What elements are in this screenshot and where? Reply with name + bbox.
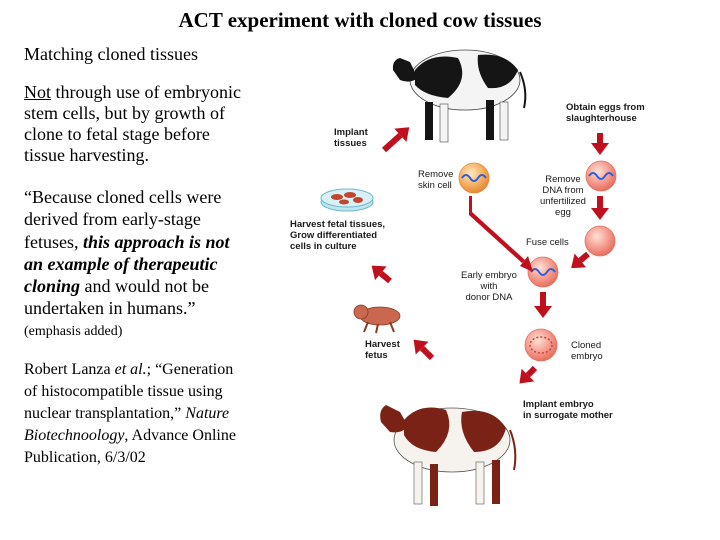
label-line: Implant [334,127,368,138]
citation-line: Biotechnoology, Advance Online [24,426,236,446]
egg-cell-icon [585,160,617,192]
arrow-icon [519,365,538,384]
arrow-icon [381,127,410,153]
label-cloned-embryo: Cloned embryo [571,340,603,362]
label-line: Remove [418,169,454,180]
arrow-icon [371,265,392,284]
emphasized-text: cloning [24,276,81,296]
label-harvest-fetus: Harvest fetus [365,339,400,361]
label-line: Obtain eggs from [566,102,645,113]
label-implant-embryo: Implant embryo in surrogate mother [523,399,613,421]
citation-etal: et al. [114,361,147,378]
label-line: cells in culture [290,241,357,252]
citation-line: nuclear transplantation,” Nature [24,404,229,424]
arrow-icon [520,256,533,272]
skin-cell-icon [458,162,490,194]
paragraph-line: stem cells, but by growth of [24,103,225,123]
arrow-icon [534,292,552,318]
label-line: skin cell [418,180,452,191]
black-white-cow-icon [392,49,527,143]
citation-title: nuclear transplantation,” [24,405,186,422]
fetus-icon [353,304,401,334]
emphasis-note: (emphasis added) [24,324,123,339]
quote-line: undertaken in humans.” [24,298,196,318]
label-line: in surrogate mother [523,410,613,421]
label-line: Fuse cells [526,237,569,248]
label-fuse-cells: Fuse cells [526,237,569,248]
section-heading: Matching cloned tissues [24,44,198,64]
label-line: Implant embryo [523,399,594,410]
paragraph-line: Not through use of embryonic [24,82,241,103]
citation-journal: Nature [185,405,230,422]
label-line: unfertilized [540,196,586,207]
citation-author: Robert Lanza [24,361,115,378]
paragraph-line: clone to fetal stage before [24,124,210,144]
citation-journal: Biotechnoology [24,427,125,444]
quote-line: fetuses, this approach is not [24,232,230,253]
label-line: Remove [545,174,581,185]
label-early-embryo: Early embryo with donor DNA [461,270,517,303]
label-line: Cloned [571,340,602,351]
page-title: ACT experiment with cloned cow tissues [178,8,542,32]
arrow-icon [591,196,609,220]
citation-line: Publication, 6/3/02 [24,449,146,466]
quote-line: an example of therapeutic [24,254,217,275]
label-line: Harvest fetal tissues, [290,219,386,230]
citation-line: of histocompatible tissue using [24,383,223,400]
quote-line: “Because cloned cells were [24,187,222,207]
arrow-icon [571,251,590,269]
early-embryo-icon [527,256,559,288]
label-line: Harvest [365,339,400,350]
label-obtain-eggs: Obtain eggs from slaughterhouse [566,102,645,124]
arrow-icon [413,339,435,361]
emphasized-text: this approach is not [82,232,230,252]
label-line: with [480,281,498,292]
arrows [371,127,609,384]
quote-text: fetuses, [24,232,83,252]
arrow-icon [469,196,525,263]
quote-line: derived from early-stage [24,209,201,229]
paragraph-line: tissue harvesting. [24,145,149,165]
label-line: Early embryo [461,270,517,281]
label-line: Grow differentiated [290,230,378,241]
citation-title: ; “Generation [146,361,234,378]
label-remove-dna: Remove DNA from unfertilized egg [540,174,586,218]
label-implant-tissues: Implant tissues [334,127,368,149]
label-remove-skin-cell: Remove skin cell [418,169,453,191]
citation-note: , Advance Online [124,427,236,444]
label-line: DNA from [542,185,584,196]
label-line: tissues [334,138,367,149]
quote-line: cloning and would not be [24,276,209,297]
cloned-embryo-icon [524,328,558,362]
quote-text: and would not be [80,276,209,296]
arrow-icon [591,133,609,155]
petri-dish-icon [320,188,374,212]
brown-white-cow-icon [380,405,517,506]
label-harvest-fetal: Harvest fetal tissues, Grow differentiat… [290,219,385,252]
label-line: fetus [365,350,388,361]
underlined-word: Not [24,82,51,102]
emphasized-text: an example of therapeutic [24,254,218,274]
citation-line: Robert Lanza et al.; “Generation [24,360,233,380]
label-line: slaughterhouse [566,113,637,124]
label-line: egg [555,207,571,218]
label-line: donor DNA [465,292,513,303]
label-line: embryo [571,351,603,362]
paragraph-text: through use of embryonic [51,82,241,102]
enucleated-egg-icon [584,225,616,257]
